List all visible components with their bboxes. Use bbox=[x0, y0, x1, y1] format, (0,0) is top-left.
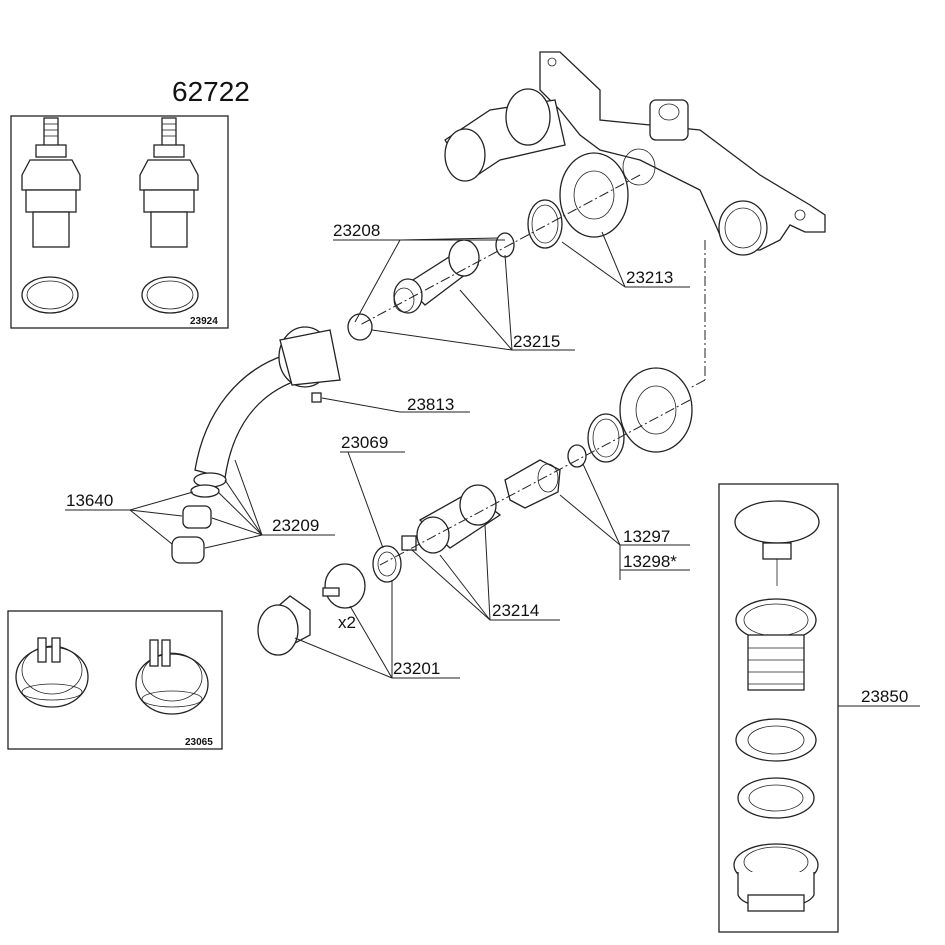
leader-lines bbox=[65, 231, 920, 707]
label-23214: 23214 bbox=[492, 601, 539, 620]
lower-cartridge-illustration bbox=[504, 459, 561, 509]
cap-right-illustration bbox=[135, 639, 209, 715]
caps-code: 23065 bbox=[185, 737, 213, 748]
ring-illustration bbox=[372, 545, 402, 583]
label-23813: 23813 bbox=[407, 395, 454, 414]
label-23208: 23208 bbox=[333, 221, 380, 240]
cartridges-code: 23924 bbox=[190, 316, 218, 327]
lower-extension-illustration bbox=[401, 484, 502, 554]
label-23201: 23201 bbox=[393, 659, 440, 678]
waste-washer-upper-illustration bbox=[735, 718, 817, 762]
upper-flange-illustration bbox=[495, 152, 629, 258]
label-23850: 23850 bbox=[861, 687, 908, 706]
assembly-axes bbox=[359, 174, 706, 566]
waste-nut-illustration bbox=[733, 843, 819, 912]
lower-flange-illustration bbox=[567, 367, 693, 468]
handle-illustration bbox=[257, 563, 366, 656]
upper-extension-illustration bbox=[347, 239, 480, 341]
cap-left-illustration bbox=[15, 637, 89, 708]
waste-body-illustration bbox=[735, 598, 817, 691]
label-23213: 23213 bbox=[626, 268, 673, 287]
label-13640: 13640 bbox=[66, 491, 113, 510]
spout-illustration bbox=[171, 326, 341, 564]
waste-kit-box bbox=[718, 483, 839, 933]
label-23069: 23069 bbox=[341, 433, 388, 452]
assembly-number: 62722 bbox=[172, 76, 250, 107]
cartridge-right-illustration bbox=[139, 117, 199, 314]
waste-cap-illustration bbox=[734, 500, 820, 586]
waste-washer-lower-illustration bbox=[737, 777, 815, 819]
part-labels: 23208 23213 23215 23813 23069 13640 2320… bbox=[66, 221, 908, 706]
quantity-note: x2 bbox=[338, 613, 356, 632]
inset-cartridges: 23924 bbox=[10, 115, 229, 329]
inset-caps: 23065 bbox=[7, 610, 223, 750]
wall-box-body-illustration bbox=[444, 51, 826, 256]
cartridge-left-illustration bbox=[21, 117, 81, 314]
label-23209: 23209 bbox=[272, 516, 319, 535]
label-13298: 13298* bbox=[623, 552, 677, 571]
label-13297: 13297 bbox=[623, 527, 670, 546]
label-23215: 23215 bbox=[513, 332, 560, 351]
